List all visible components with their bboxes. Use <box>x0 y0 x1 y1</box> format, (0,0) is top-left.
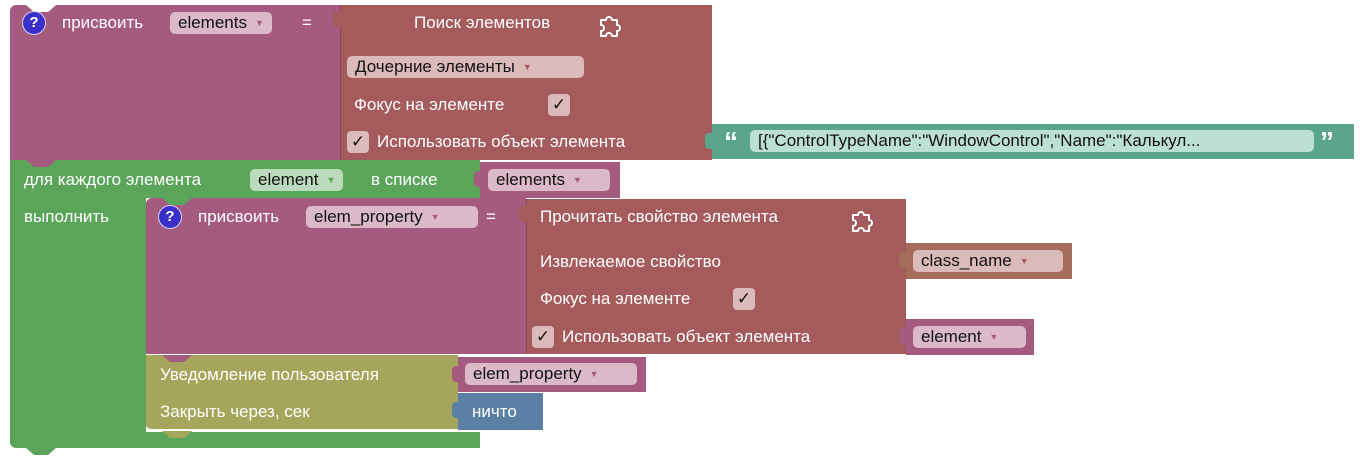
element-variable-name: element <box>921 327 982 346</box>
focus-label: Фокус на элементе <box>354 95 505 114</box>
puzzle-icon[interactable] <box>848 205 878 235</box>
do-label: выполнить <box>24 207 109 226</box>
in-list-label: в списке <box>371 170 438 189</box>
for-each-block[interactable] <box>10 160 480 198</box>
assign-label: присвоить <box>62 13 144 32</box>
assign-label: присвоить <box>198 207 280 226</box>
use-object-checkbox[interactable]: ✓ <box>532 326 554 348</box>
chevron-down-icon: ▼ <box>430 212 440 222</box>
open-quote-icon: “ <box>724 126 738 157</box>
block-top-notch <box>162 198 192 205</box>
close-quote-icon: ” <box>1320 126 1334 157</box>
message-variable-name: elem_property <box>473 364 582 383</box>
block-bottom-notch <box>26 448 56 455</box>
message-variable-dropdown[interactable]: elem_property ▼ <box>465 363 637 385</box>
find-elements-block[interactable] <box>340 5 712 160</box>
use-object-label: Использовать объект элемента <box>377 132 626 151</box>
value-connector <box>519 206 527 222</box>
value-connector <box>899 252 907 268</box>
close-after-label: Закрыть через, сек <box>160 402 310 421</box>
focus-checkbox[interactable]: ✓ <box>733 288 755 310</box>
property-label: Извлекаемое свойство <box>540 252 721 271</box>
property-value: class_name <box>921 251 1012 270</box>
focus-label: Фокус на элементе <box>540 289 691 308</box>
help-icon[interactable]: ? <box>22 11 46 35</box>
use-object-label: Использовать объект элемента <box>562 327 811 346</box>
variable-name: elem_property <box>314 207 423 226</box>
help-icon[interactable]: ? <box>158 205 182 229</box>
block-top-notch <box>26 5 56 12</box>
list-variable-name: elements <box>496 170 565 189</box>
for-each-label: для каждого элемента <box>24 170 202 189</box>
chevron-down-icon: ▼ <box>1019 256 1029 266</box>
notify-user-block[interactable] <box>146 355 458 431</box>
loop-variable-name: element <box>258 170 319 189</box>
scope-dropdown[interactable]: Дочерние элементы ▼ <box>347 56 584 78</box>
value-connector <box>474 171 482 187</box>
puzzle-icon[interactable] <box>596 10 626 40</box>
null-value-label: ничто <box>472 402 517 421</box>
find-elements-title: Поиск элементов <box>414 13 551 32</box>
equals-sign: = <box>486 207 496 226</box>
variable-dropdown-elem-property[interactable]: elem_property ▼ <box>306 206 478 228</box>
value-connector <box>705 133 713 149</box>
for-each-body-rail <box>10 198 146 434</box>
text-value-field[interactable]: [{"ControlTypeName":"WindowControl","Nam… <box>750 130 1314 152</box>
notify-label: Уведомление пользователя <box>160 365 379 384</box>
loop-variable-dropdown[interactable]: element ▼ <box>250 169 344 191</box>
use-object-checkbox[interactable]: ✓ <box>347 131 369 153</box>
read-property-block[interactable] <box>526 199 906 354</box>
focus-checkbox[interactable]: ✓ <box>548 94 570 116</box>
chevron-down-icon: ▼ <box>989 332 999 342</box>
for-each-footer <box>10 432 480 448</box>
chevron-down-icon: ▼ <box>326 175 336 185</box>
variable-name: elements <box>178 13 247 32</box>
list-variable-dropdown[interactable]: elements ▼ <box>488 169 610 191</box>
null-value-block[interactable] <box>458 393 543 430</box>
value-connector <box>899 328 907 344</box>
property-dropdown[interactable]: class_name ▼ <box>913 250 1063 272</box>
value-connector <box>452 366 460 382</box>
chevron-down-icon: ▼ <box>254 18 264 28</box>
element-variable-dropdown[interactable]: element ▼ <box>913 326 1026 348</box>
chevron-down-icon: ▼ <box>589 369 599 379</box>
block-bottom-notch <box>162 431 192 438</box>
block-top-notch <box>162 355 192 362</box>
equals-sign: = <box>302 13 312 32</box>
chevron-down-icon: ▼ <box>522 62 532 72</box>
chevron-down-icon: ▼ <box>572 175 582 185</box>
block-top-notch <box>26 160 56 167</box>
read-property-title: Прочитать свойство элемента <box>540 207 778 226</box>
scope-value: Дочерние элементы <box>355 57 515 76</box>
variable-dropdown-elements[interactable]: elements ▼ <box>170 12 272 34</box>
value-connector <box>452 402 460 418</box>
value-connector <box>333 11 341 27</box>
